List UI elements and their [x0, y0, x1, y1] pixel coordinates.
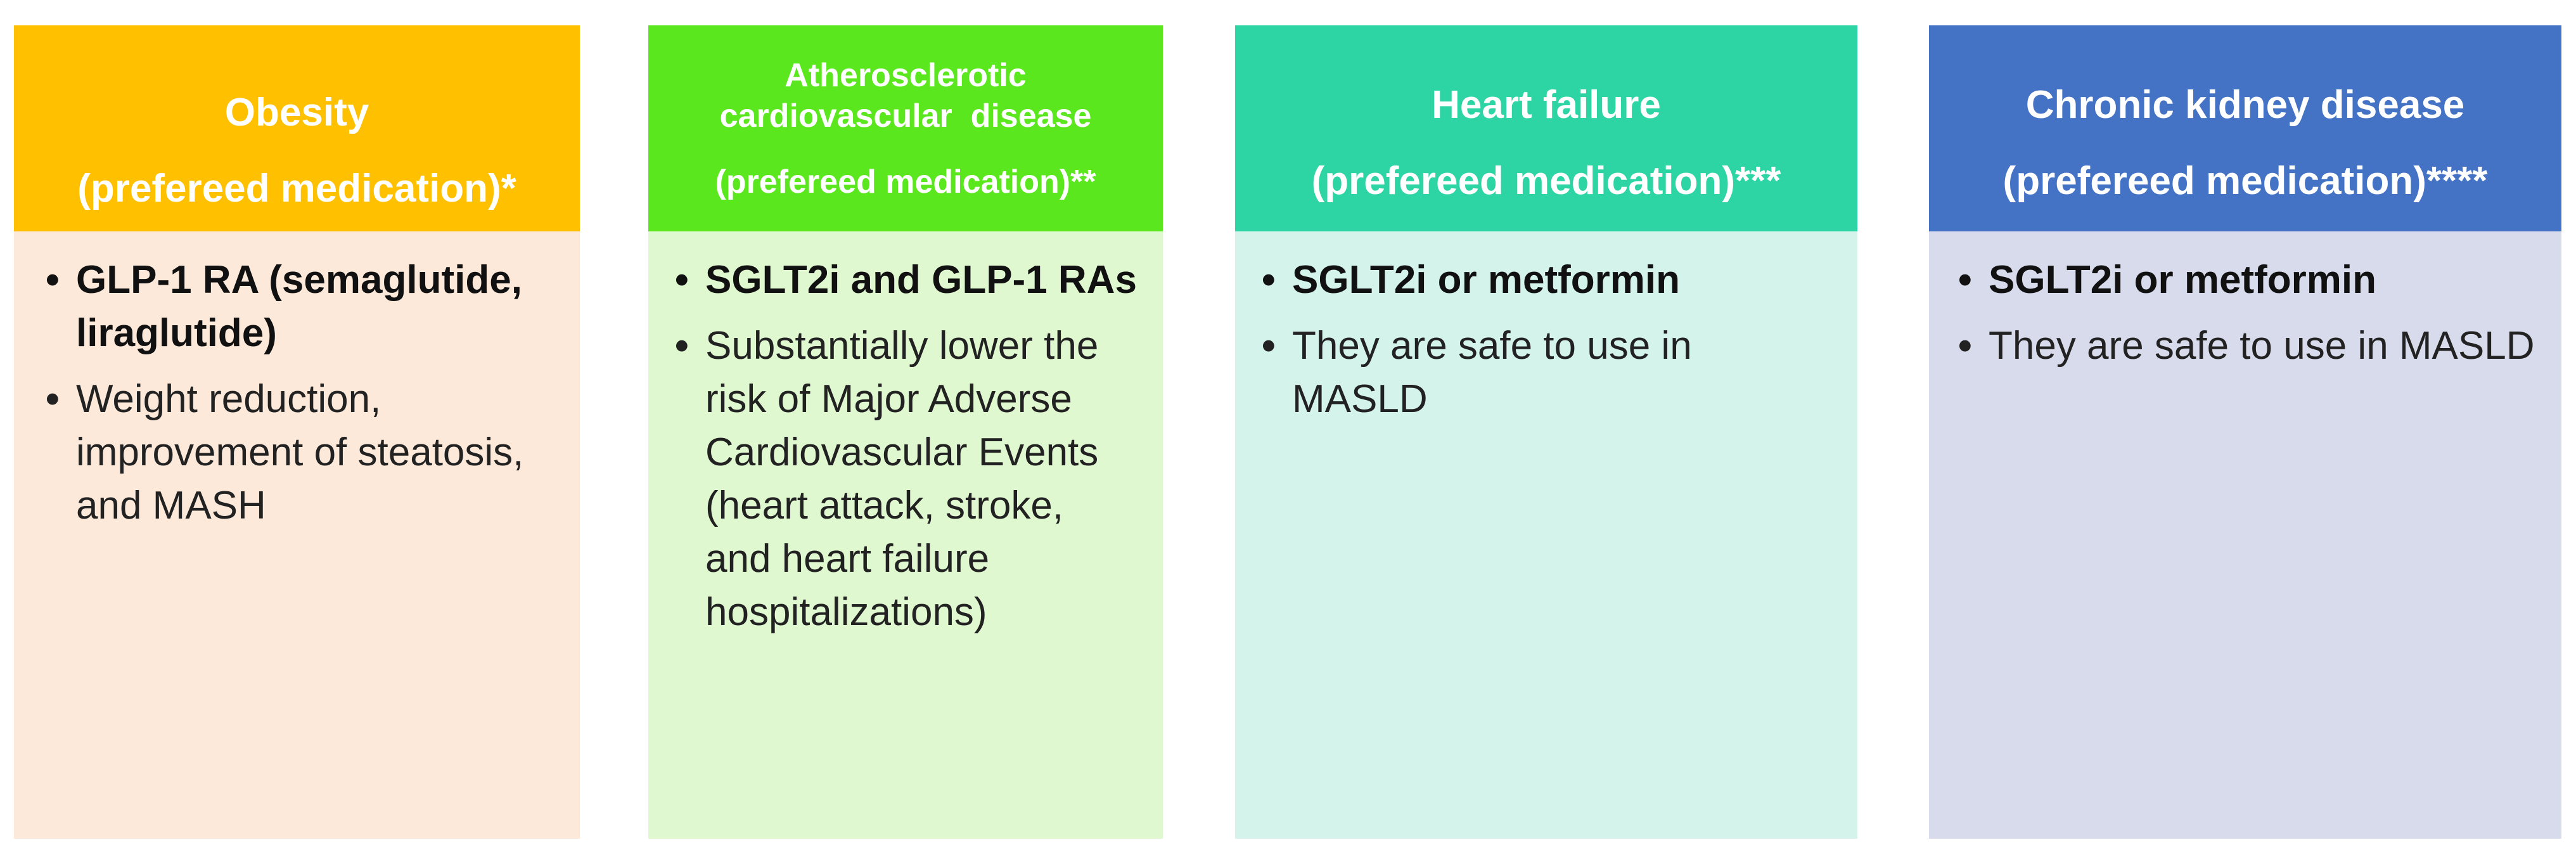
list-item: They are safe to use in MASLD — [1257, 320, 1832, 426]
heart-failure-card-subtitle: (prefereed medication)*** — [1311, 159, 1781, 203]
ckd-card-body: SGLT2i or metformin They are safe to use… — [1929, 231, 2561, 839]
ckd-card-header: Chronic kidney disease (prefereed medica… — [1929, 25, 2561, 231]
ascvd-card-title-line-1: Atherosclerotic — [785, 56, 1027, 94]
ascvd-card-body: SGLT2i and GLP-1 RAs Substantially lower… — [648, 231, 1163, 839]
obesity-card-title: Obesity — [224, 90, 369, 134]
ascvd-card-title-line-2: cardiovascular disease — [719, 97, 1092, 134]
heart-failure-card-header: Heart failure (prefereed medication)*** — [1235, 25, 1857, 231]
heart-failure-card: Heart failure (prefereed medication)*** … — [1235, 0, 1857, 859]
ascvd-card-list: SGLT2i and GLP-1 RAs Substantially lower… — [670, 254, 1137, 639]
ckd-card-list: SGLT2i or metformin They are safe to use… — [1953, 254, 2536, 373]
list-item: SGLT2i or metformin — [1953, 254, 2536, 307]
heart-failure-card-title: Heart failure — [1432, 83, 1661, 127]
ascvd-card-subtitle: (prefereed medication)** — [715, 163, 1096, 200]
obesity-card-header: Obesity (prefereed medication)* — [14, 25, 580, 231]
list-item: SGLT2i and GLP-1 RAs — [670, 254, 1137, 307]
obesity-card-list: GLP-1 RA (semaglutide, liraglutide) Weig… — [41, 254, 554, 533]
ascvd-card-header: Atherosclerotic cardiovascular disease (… — [648, 25, 1163, 231]
obesity-card-subtitle: (prefereed medication)* — [77, 166, 516, 210]
list-item: They are safe to use in MASLD — [1953, 320, 2536, 373]
ascvd-card: Atherosclerotic cardiovascular disease (… — [648, 0, 1163, 859]
ckd-card-title: Chronic kidney disease — [2025, 83, 2465, 127]
list-item: Weight reduction, improvement of steatos… — [41, 373, 554, 533]
list-item: Substantially lower the risk of Major Ad… — [670, 320, 1137, 639]
list-item: GLP-1 RA (semaglutide, liraglutide) — [41, 254, 554, 360]
heart-failure-card-list: SGLT2i or metformin They are safe to use… — [1257, 254, 1832, 426]
ckd-card-subtitle: (prefereed medication)**** — [2002, 159, 2488, 203]
obesity-card: Obesity (prefereed medication)* GLP-1 RA… — [14, 0, 580, 859]
obesity-card-body: GLP-1 RA (semaglutide, liraglutide) Weig… — [14, 231, 580, 839]
ckd-card: Chronic kidney disease (prefereed medica… — [1929, 0, 2561, 859]
list-item: SGLT2i or metformin — [1257, 254, 1832, 307]
heart-failure-card-body: SGLT2i or metformin They are safe to use… — [1235, 231, 1857, 839]
